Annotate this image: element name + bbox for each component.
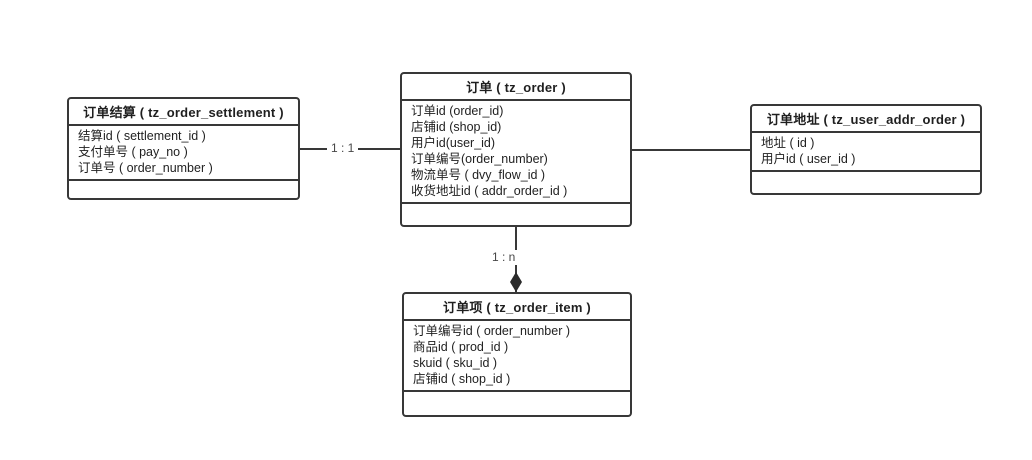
entity-tz-user-addr-order: 订单地址 ( tz_user_addr_order ) 地址 ( id ) 用户… <box>750 104 982 195</box>
entity-title-tz-order: 订单 ( tz_order ) <box>402 74 630 101</box>
field-pay-no: 支付单号 ( pay_no ) <box>78 145 188 159</box>
entity-fields-tz-user-addr-order: 地址 ( id ) 用户id ( user_id ) <box>752 133 980 172</box>
entity-tz-order-settlement: 订单结算 ( tz_order_settlement ) 结算id ( sett… <box>67 97 300 200</box>
field-order-number-id: 订单编号id ( order_number ) <box>413 324 570 338</box>
field-settlement-id: 结算id ( settlement_id ) <box>78 129 206 143</box>
field-addr-order-id: 收货地址id ( addr_order_id ) <box>411 184 568 198</box>
field-order-number: 订单号 ( order_number ) <box>78 161 213 175</box>
field-prod-id: 商品id ( prod_id ) <box>413 340 509 354</box>
relation-label-one-to-many: 1 : n <box>488 250 520 265</box>
field-user-id: 用户id ( user_id ) <box>761 152 856 166</box>
field-order-id: 订单id (order_id) <box>411 104 504 118</box>
entity-title-tz-user-addr-order: 订单地址 ( tz_user_addr_order ) <box>752 106 980 133</box>
entity-empty-section <box>69 181 298 198</box>
entity-tz-order-item: 订单项 ( tz_order_item ) 订单编号id ( order_num… <box>402 292 632 417</box>
entity-title-tz-order-settlement: 订单结算 ( tz_order_settlement ) <box>69 99 298 126</box>
relation-label-one-to-one: 1 : 1 <box>327 141 359 156</box>
field-dvy-flow-id: 物流单号 ( dvy_flow_id ) <box>411 168 546 182</box>
entity-tz-order: 订单 ( tz_order ) 订单id (order_id) 店铺id (sh… <box>400 72 632 227</box>
field-sku-id: skuid ( sku_id ) <box>413 356 498 370</box>
entity-title-tz-order-item: 订单项 ( tz_order_item ) <box>404 294 630 321</box>
field-shop-id: 店铺id (shop_id) <box>411 120 502 134</box>
field-shop-id: 店铺id ( shop_id ) <box>413 372 511 386</box>
relation-line-order-address <box>632 149 750 151</box>
field-order-number: 订单编号(order_number) <box>411 152 548 166</box>
field-addr-id: 地址 ( id ) <box>761 136 815 150</box>
entity-fields-tz-order: 订单id (order_id) 店铺id (shop_id) 用户id(user… <box>402 101 630 204</box>
field-user-id: 用户id(user_id) <box>411 136 496 150</box>
entity-empty-section <box>404 392 630 415</box>
entity-fields-tz-order-item: 订单编号id ( order_number ) 商品id ( prod_id )… <box>404 321 630 392</box>
entity-empty-section <box>752 172 980 193</box>
diamond-arrowhead-icon <box>510 272 522 292</box>
entity-fields-tz-order-settlement: 结算id ( settlement_id ) 支付单号 ( pay_no ) 订… <box>69 126 298 181</box>
entity-empty-section <box>402 204 630 225</box>
